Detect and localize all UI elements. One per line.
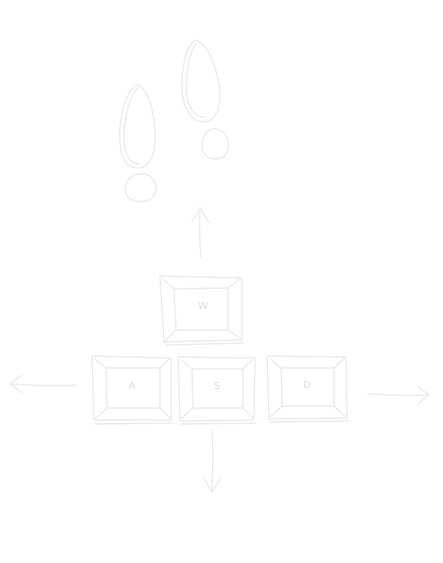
key-d: D bbox=[266, 355, 350, 423]
right-footprint bbox=[181, 39, 230, 160]
arrow-left-icon bbox=[9, 374, 77, 394]
arrow-down-icon bbox=[203, 429, 222, 493]
key-a-label: A bbox=[129, 381, 136, 392]
key-a: A bbox=[91, 355, 174, 425]
key-w-label: W bbox=[198, 301, 208, 312]
key-d-label: D bbox=[303, 380, 311, 391]
key-s: S bbox=[177, 356, 257, 425]
arrow-right-icon bbox=[367, 386, 430, 405]
arrow-up-icon bbox=[191, 207, 210, 259]
footprints-icon bbox=[118, 39, 230, 203]
left-footprint bbox=[118, 83, 157, 203]
key-s-label: S bbox=[214, 381, 220, 392]
key-w: W bbox=[159, 275, 245, 346]
